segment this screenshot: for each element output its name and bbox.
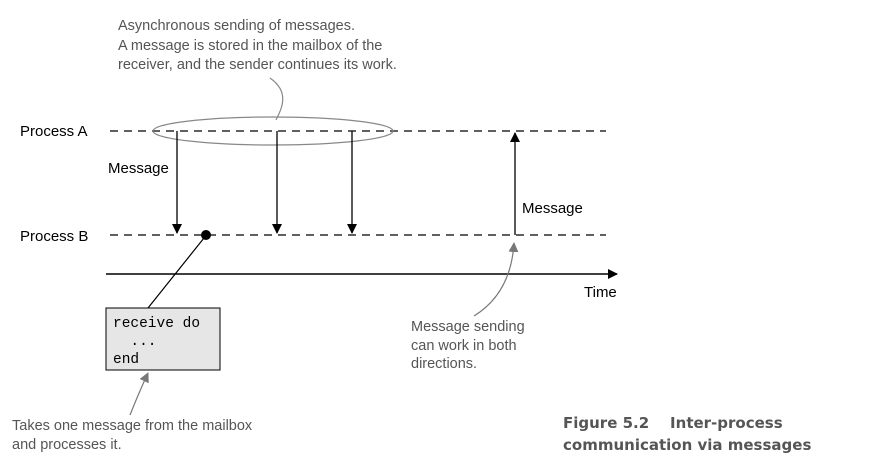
process-a-label: Process A — [20, 123, 88, 140]
message-label-right: Message — [522, 200, 583, 217]
async-note-line-3: receiver, and the sender continues its w… — [118, 57, 397, 73]
both-directions-line-2: can work in both — [411, 338, 517, 354]
async-note-line-2: A message is stored in the mailbox of th… — [118, 38, 382, 54]
both-directions-pointer — [473, 242, 519, 317]
both-directions-line-1: Message sending — [411, 319, 525, 335]
caption-line-1: Figure 5.2 Inter-process — [563, 414, 783, 432]
receive-note-line-1: Takes one message from the mailbox — [12, 418, 253, 434]
time-label: Time — [584, 284, 617, 301]
receive-connector — [147, 237, 205, 309]
code-line-2: ... — [113, 334, 157, 350]
async-sends-ellipse — [152, 116, 394, 146]
async-note: Asynchronous sending of messages. A mess… — [118, 18, 397, 73]
receive-note-pointer — [129, 372, 149, 416]
receive-note-line-2: and processes it. — [12, 437, 122, 453]
both-directions-note: Message sending can work in both directi… — [411, 319, 525, 372]
receive-point — [201, 230, 211, 240]
code-line-3: end — [113, 352, 139, 368]
process-b-label: Process B — [20, 228, 88, 245]
code-line-1: receive do — [113, 316, 200, 332]
caption-line-2: communication via messages — [563, 436, 811, 454]
async-note-pointer — [269, 77, 284, 121]
both-directions-line-3: directions. — [411, 356, 477, 372]
receive-note: Takes one message from the mailbox and p… — [12, 418, 253, 453]
code-box: receive do ... end — [105, 307, 221, 371]
code-box-frame — [105, 307, 221, 371]
async-note-line-1: Asynchronous sending of messages. — [118, 18, 355, 34]
message-label-left: Message — [108, 160, 169, 177]
figure-caption: Figure 5.2 Inter-process communication v… — [563, 414, 811, 454]
